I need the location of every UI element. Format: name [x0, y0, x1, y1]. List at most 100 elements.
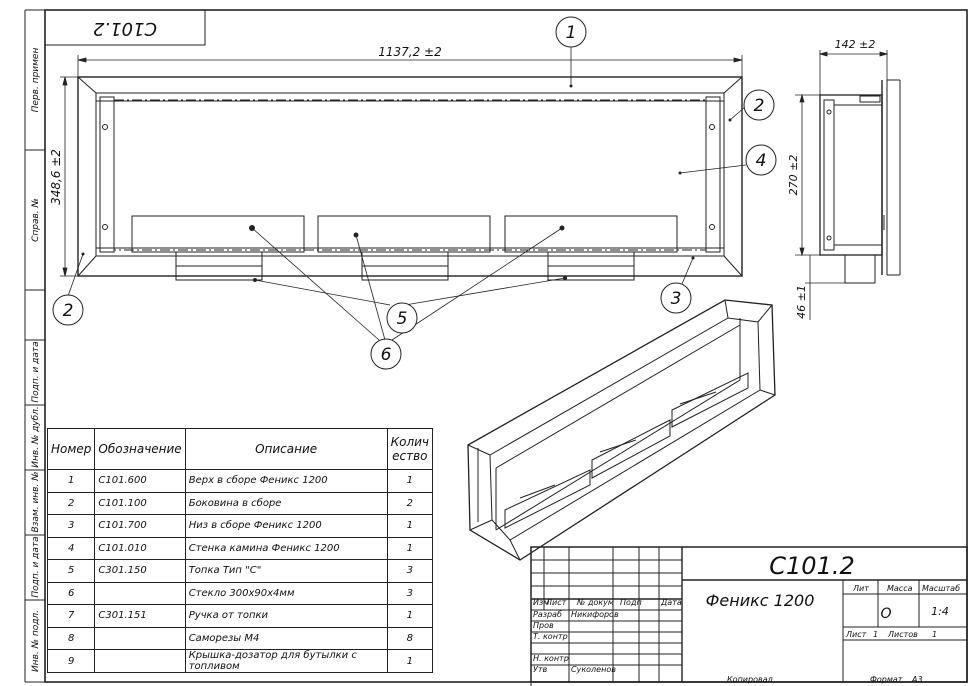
- tb-name: Феникс 1200: [706, 591, 815, 610]
- margin-sprav-no: Справ. №: [31, 198, 41, 242]
- callout-6: 6: [381, 345, 392, 365]
- tb-lit-label: Лит: [852, 584, 869, 593]
- row-qty: 1: [386, 536, 434, 560]
- side-dimensions: [795, 50, 889, 320]
- stamp-code: C101.2: [93, 18, 157, 39]
- dim-height-front: 348,6 ±2: [49, 149, 63, 205]
- row-num: 5: [46, 559, 96, 583]
- callout-5: 5: [397, 309, 408, 329]
- tb-masshtab-label: Масштаб: [922, 584, 960, 593]
- row-num: 6: [46, 581, 96, 605]
- callout-3: 3: [671, 289, 682, 309]
- row-code: C301.151: [94, 604, 186, 628]
- tb-col-data: Дата: [660, 598, 682, 607]
- front-dimensions: [60, 55, 743, 277]
- tb-sheet-label: Лист: [845, 630, 867, 639]
- parts-header-qty: Колич ество: [386, 428, 434, 470]
- row-qty: 3: [386, 581, 434, 605]
- tb-col-izm: Изм: [533, 598, 549, 607]
- row-code: C101.100: [94, 491, 186, 515]
- row-num: 8: [46, 626, 96, 650]
- row-qty: 3: [386, 559, 434, 583]
- row-code: [94, 626, 186, 650]
- margin-podp-data-1: Подп. и дата: [31, 341, 41, 402]
- row-desc: Стенка камина Феникс 1200: [184, 536, 388, 560]
- tb-code: С101.2: [769, 552, 854, 580]
- row-qty: 8: [386, 626, 434, 650]
- callout-2-left: 2: [63, 301, 74, 321]
- row-code: C301.150: [94, 559, 186, 583]
- tb-sheets-value: 1: [932, 630, 937, 639]
- row-desc: Верх в сборе Феникс 1200: [184, 469, 388, 493]
- row-qty: 1: [386, 469, 434, 493]
- tb-prov-label: Пров: [533, 621, 554, 630]
- row-desc: Саморезы М4: [184, 626, 388, 650]
- margin-podp-data-2: Подп. и дата: [31, 536, 41, 597]
- leader-dots: [81, 84, 732, 282]
- row-desc: Топка Тип "С": [184, 559, 388, 583]
- tb-lit-value: О: [880, 606, 891, 622]
- front-view: [77, 76, 743, 281]
- row-num: 2: [46, 491, 96, 515]
- callout-circles: [52, 16, 777, 370]
- dim-depth-side: 142 ±2: [835, 38, 876, 51]
- tb-utv-label: Утв: [533, 665, 548, 674]
- parts-table: Номер Обозначение Описание Колич ество 1…: [46, 428, 434, 673]
- callout-1: 1: [566, 23, 577, 43]
- margin-perv-primen: Перв. примен: [31, 48, 41, 113]
- row-code: C101.700: [94, 514, 186, 538]
- row-code: [94, 581, 186, 605]
- tb-massa-label: Масса: [887, 584, 913, 593]
- tb-tkontr-label: Т. контр: [533, 632, 568, 641]
- row-desc: Крышка-дозатор для бутылки с топливом: [184, 649, 388, 673]
- sheet-frame: [24, 9, 968, 683]
- row-desc: Ручка от топки: [184, 604, 388, 628]
- row-code: C101.600: [94, 469, 186, 493]
- tb-razrab-name: Никифоров: [571, 610, 619, 619]
- row-code: [94, 649, 186, 673]
- row-qty: 1: [386, 649, 434, 673]
- row-desc: Стекло 300х90х4мм: [184, 581, 388, 605]
- tb-razrab-label: Разраб: [533, 610, 562, 619]
- row-qty: 1: [386, 514, 434, 538]
- parts-header-num: Номер: [46, 428, 96, 470]
- tb-col-podp: Подп: [620, 598, 642, 607]
- row-num: 4: [46, 536, 96, 560]
- parts-header-desc: Описание: [184, 428, 388, 470]
- tb-sheets-label: Листов: [887, 630, 918, 639]
- row-desc: Боковина в сборе: [184, 491, 388, 515]
- row-qty: 1: [386, 604, 434, 628]
- tb-nkontr-label: Н. контр: [533, 654, 569, 663]
- row-qty: 2: [386, 491, 434, 515]
- row-num: 1: [46, 469, 96, 493]
- row-desc: Низ в сборе Феникс 1200: [184, 514, 388, 538]
- tb-format-value: А3: [911, 675, 923, 684]
- tb-masshtab-value: 1:4: [931, 605, 949, 618]
- callout-2-right: 2: [754, 96, 765, 116]
- callout-4: 4: [756, 151, 767, 171]
- tb-format-label: Формат: [870, 675, 903, 684]
- leader-lines: [67, 47, 747, 341]
- row-num: 9: [46, 649, 96, 673]
- tb-sheet-value: 1: [873, 630, 878, 639]
- margin-vzam-inv: Взам. инв. №: [31, 471, 41, 532]
- dim-width-front: 1137,2 ±2: [378, 45, 442, 59]
- title-block-frame: [530, 546, 968, 686]
- isometric-view: [467, 299, 776, 561]
- side-view: [819, 79, 901, 284]
- tb-utv-name: Суколенов: [571, 665, 616, 674]
- tb-col-list: Лист: [545, 598, 567, 607]
- margin-inv-dubl: Инв. № дубл.: [31, 406, 41, 468]
- margin-inv-podl: Инв. № подл.: [31, 610, 41, 672]
- tb-col-ndokum: № докум: [576, 598, 614, 607]
